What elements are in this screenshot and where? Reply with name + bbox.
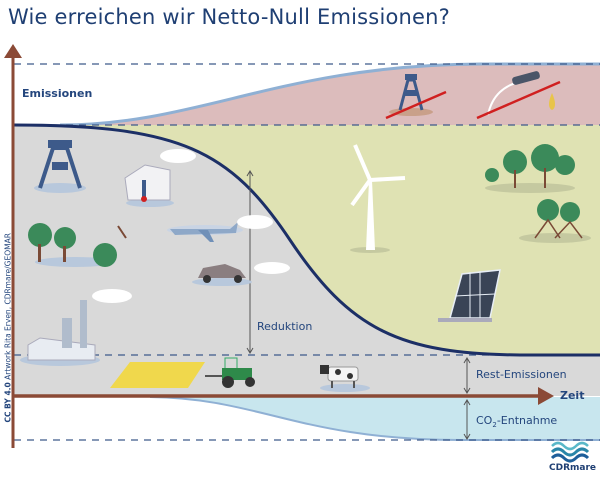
green-area [14, 125, 600, 355]
mine-tower-icon [34, 140, 86, 193]
emissions-curve [13, 123, 600, 357]
wind-turbine-icon [350, 144, 406, 253]
co2-removal-label: CO2-Entnahme [476, 414, 558, 430]
cdrmare-logo [550, 441, 590, 463]
cow-icon [320, 365, 370, 392]
removal-band [14, 397, 600, 440]
mine-tower-icon [385, 74, 447, 120]
emissions-label: Emissionen [22, 87, 93, 100]
tractor-icon [110, 357, 255, 388]
time-axis-label: Zeit [560, 389, 585, 402]
emissions-band [60, 64, 600, 125]
y-axis-arrow [4, 44, 22, 58]
reduction-label: Reduktion [257, 320, 313, 333]
forest-icon [485, 144, 575, 193]
mangrove-icon [519, 199, 591, 243]
solar-panel-icon [438, 269, 501, 322]
airplane-icon [167, 215, 273, 242]
logo-text: CDRmare [549, 463, 596, 473]
car-icon [192, 262, 290, 286]
fuel-nozzle-icon [476, 71, 561, 120]
time-axis-arrow [538, 387, 554, 405]
house-thermometer-icon [124, 149, 196, 207]
credit-text: CC BY 4.0 Artwork Rita Erven, CDRmare/GE… [3, 233, 13, 423]
page-title: Wie erreichen wir Netto-Null Emissionen? [8, 5, 451, 29]
residual-emissions-label: Rest-Emissionen [476, 368, 567, 381]
tree-felling-icon [28, 223, 127, 267]
factory-icon [20, 289, 132, 366]
emissions-band-edge [59, 62, 600, 127]
